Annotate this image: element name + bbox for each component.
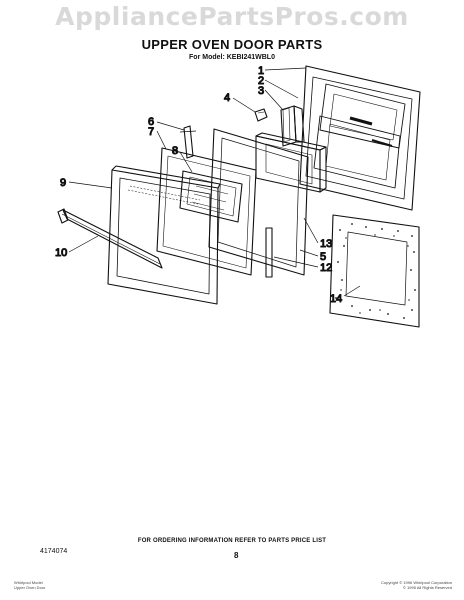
- callout-4: 4: [224, 92, 230, 104]
- footer-left-line-2: Upper Oven Door: [14, 585, 46, 590]
- part-4-clip: [254, 108, 268, 122]
- callout-3: 3: [258, 85, 264, 97]
- footer-left-line-1: Whirlpool Model: [14, 580, 43, 585]
- part-14-insulation-pad: [329, 214, 420, 328]
- footer-right-line-1: Copyright © 1996 Whirlpool Corporation: [381, 580, 452, 585]
- footer-right: Copyright © 1996 Whirlpool Corporation ©…: [381, 580, 452, 590]
- callout-2: 2: [258, 75, 264, 87]
- part-13-insulation-frame: [255, 132, 327, 193]
- part-7-glass-pack: [156, 147, 257, 276]
- document-number: 4174074: [40, 548, 68, 555]
- model-number: For Model: KEBI241WBL0: [189, 54, 275, 61]
- ordering-note: FOR ORDERING INFORMATION REFER TO PARTS …: [137, 538, 327, 544]
- callout-1: 1: [258, 65, 264, 77]
- callout-7: 7: [148, 126, 154, 138]
- part-10-handle: [57, 208, 163, 269]
- callout-6: 6: [148, 116, 154, 128]
- part-9-outer-door-frame: [107, 165, 221, 305]
- callout-9: 9: [60, 177, 66, 189]
- callout-13: 13: [320, 238, 332, 250]
- page-title: UPPER OVEN DOOR PARTS: [141, 37, 323, 52]
- callout-10: 10: [55, 247, 67, 259]
- part-12-rod: [265, 227, 273, 278]
- callout-8: 8: [172, 145, 178, 157]
- callout-12: 12: [320, 262, 332, 274]
- part-5-glass-pane: [208, 128, 309, 276]
- page-number: 8: [234, 551, 239, 560]
- footer-right-line-2: © 1995 All Rights Reserved: [403, 585, 452, 590]
- watermark-logo: AppliancePartsPros.com: [55, 2, 409, 31]
- footer-left: Whirlpool Model Upper Oven Door: [14, 580, 45, 590]
- callout-5: 5: [320, 251, 326, 263]
- leader-lines: [68, 67, 361, 297]
- part-6-hinge-strip: [179, 125, 197, 159]
- callout-14: 14: [330, 293, 342, 305]
- part-1-inner-door-panel: [299, 65, 421, 211]
